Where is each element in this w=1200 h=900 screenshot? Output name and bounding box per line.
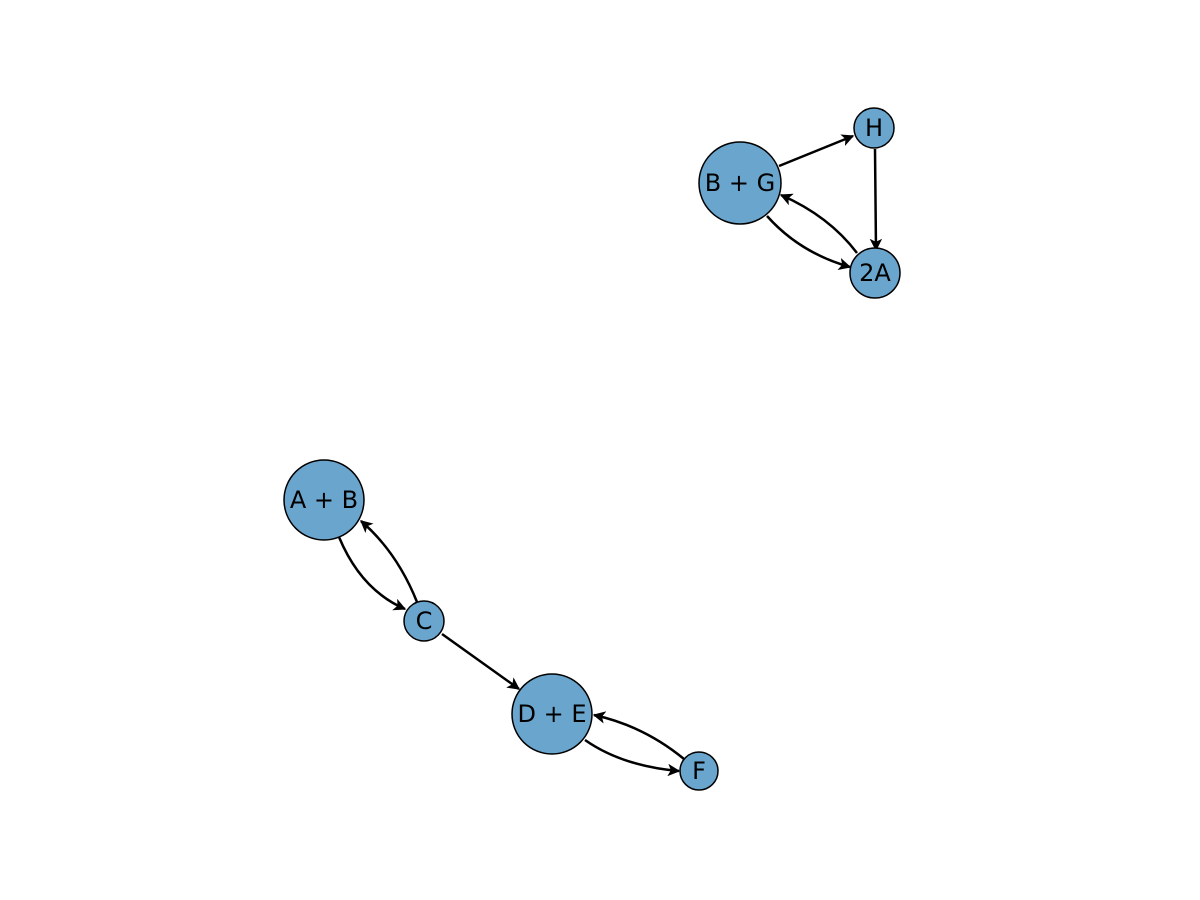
node-2a: 2A (849, 247, 901, 299)
edges-layer (337, 134, 883, 777)
node-f-circle (679, 751, 719, 791)
edge-de-to-f (584, 738, 681, 777)
edge-bg-to-h (778, 134, 855, 168)
edge-bg-to-2a (766, 215, 852, 270)
node-h-circle (853, 107, 895, 149)
node-d-plus-e-label: D + E (517, 700, 586, 728)
edge-2a-to-bg (779, 193, 858, 254)
node-a-plus-b: A + B (283, 459, 365, 541)
node-c: C (403, 600, 445, 642)
node-2a-label: 2A (859, 259, 891, 287)
node-h: H (853, 107, 895, 149)
edge-f-to-de (592, 711, 685, 760)
node-b-plus-g-circle (698, 141, 782, 225)
node-f-label: F (692, 757, 706, 785)
node-2a-circle (849, 247, 901, 299)
edge-c-to-de (441, 632, 521, 691)
node-c-circle (403, 600, 445, 642)
nodes-layer: B + G H 2A A + B C D + E F (283, 107, 901, 791)
node-a-plus-b-circle (283, 459, 365, 541)
edge-ab-to-c (337, 536, 407, 611)
node-b-plus-g-label: B + G (705, 169, 775, 197)
node-b-plus-g: B + G (698, 141, 782, 225)
node-a-plus-b-label: A + B (290, 486, 358, 514)
node-c-label: C (416, 607, 433, 635)
edge-c-to-ab (360, 520, 419, 603)
node-h-label: H (865, 114, 883, 142)
node-f: F (679, 751, 719, 791)
node-d-plus-e-circle (511, 673, 593, 755)
node-d-plus-e: D + E (511, 673, 593, 755)
edge-h-to-2a (869, 148, 883, 252)
